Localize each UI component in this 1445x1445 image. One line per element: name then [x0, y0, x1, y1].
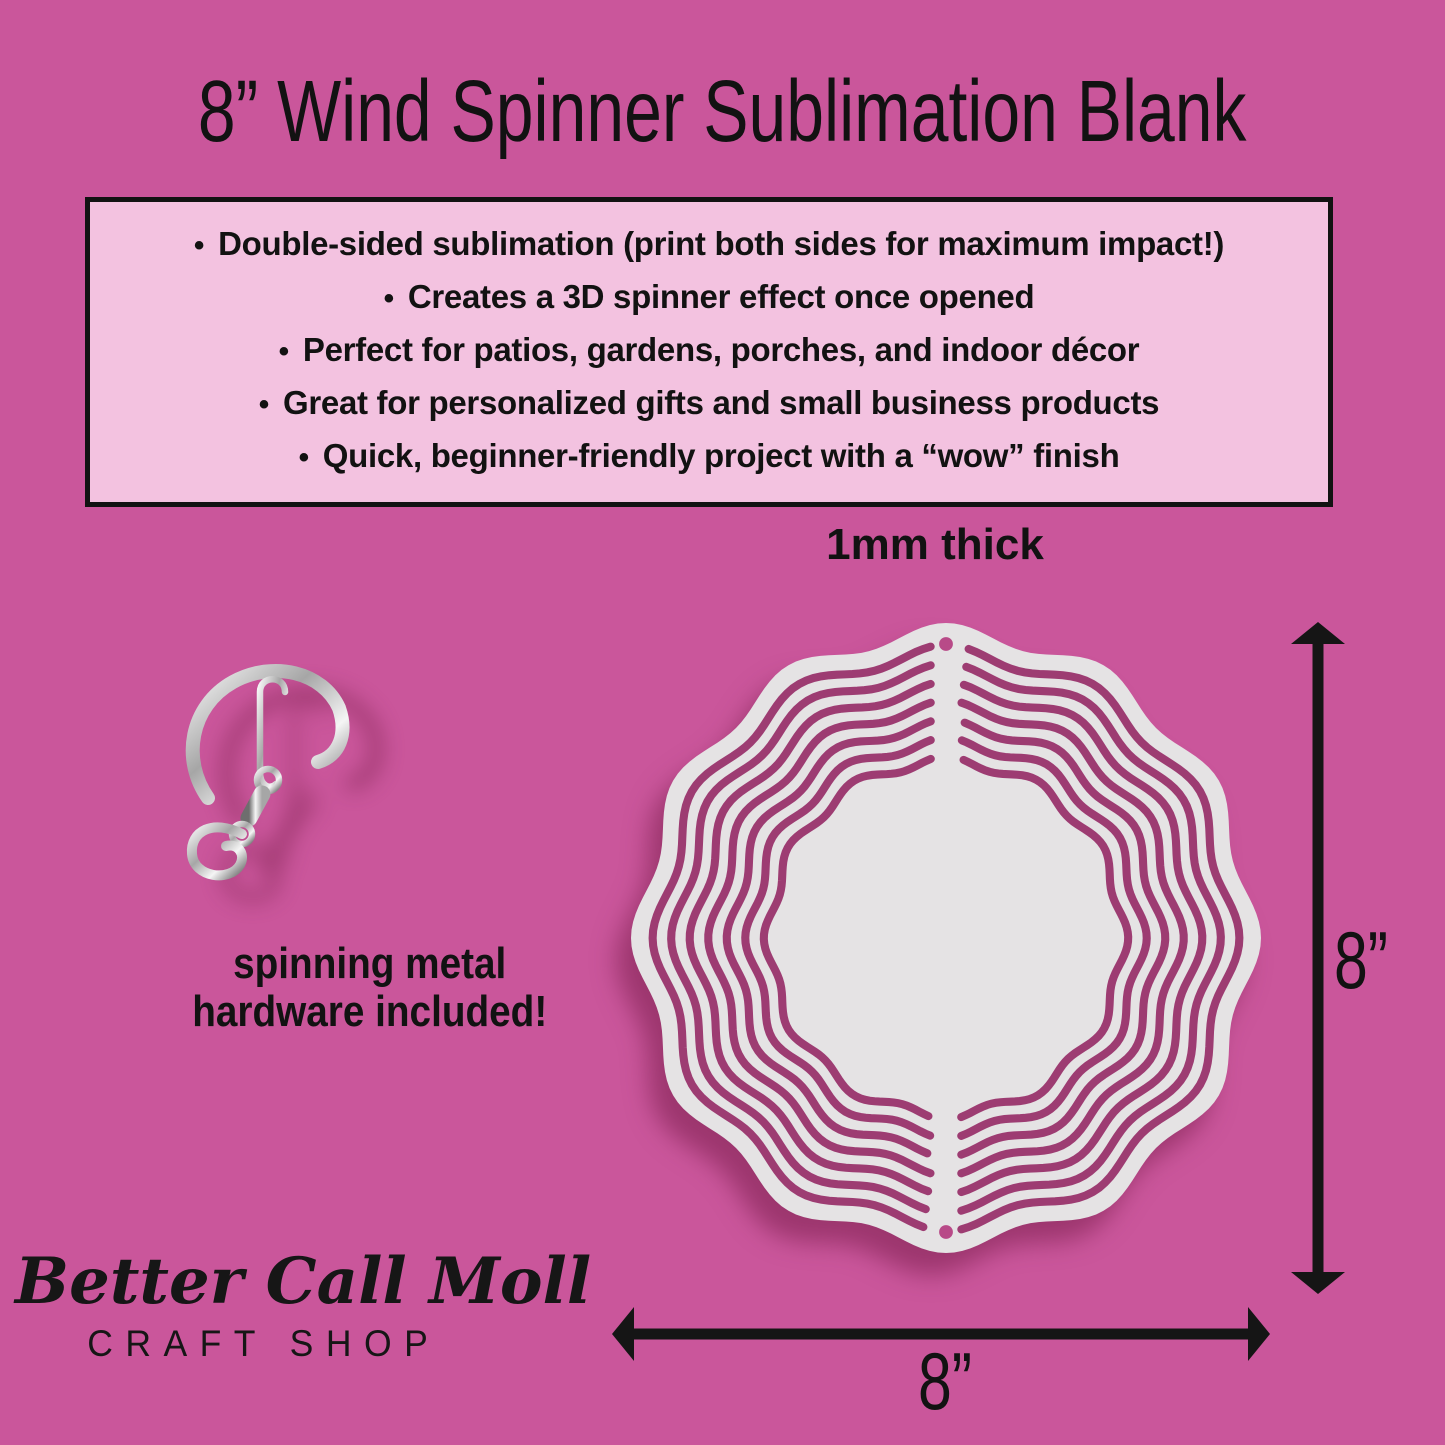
hardware-caption-line1: spinning metal [233, 939, 507, 988]
thickness-label: 1mm thick [826, 520, 1044, 569]
hardware-caption-line2: hardware included! [192, 987, 548, 1036]
bullet-icon: • [383, 282, 395, 315]
feature-text: Creates a 3D spinner effect once opened [407, 278, 1035, 315]
spinner-cut-ring [704, 698, 935, 1178]
height-dimension-label: 8” [1334, 916, 1389, 1006]
brand-logo: Better Call Moll CRAFT SHOP [15, 1244, 592, 1365]
hanging-hole-bottom [939, 1225, 953, 1239]
spinner-cut-ring [667, 661, 935, 1214]
feature-text: Perfect for patios, gardens, porches, an… [302, 331, 1140, 368]
spinner-cut-ring [957, 698, 1188, 1178]
spinner-cut-ring [957, 680, 1207, 1197]
wire-clip-hook [256, 676, 289, 790]
feature-text: Great for personalized gifts and small b… [282, 384, 1160, 421]
spinner-cut-ring [741, 736, 935, 1140]
page-title: 8” Wind Spinner Sublimation Blank [0, 64, 1445, 160]
brand-subtitle: CRAFT SHOP [87, 1323, 441, 1365]
spinner-cut-ring [685, 679, 935, 1196]
feature-item: • Perfect for patios, gardens, porches, … [114, 331, 1304, 369]
spinner-cut-ring [648, 642, 935, 1232]
s-hook [186, 822, 248, 881]
feature-text: Quick, beginner-friendly project with a … [322, 437, 1120, 474]
feature-item: • Double-sided sublimation (print both s… [114, 225, 1304, 263]
spinner-cut-ring [957, 662, 1225, 1215]
spinner-cut-ring [722, 717, 935, 1158]
swivel-barrel [240, 785, 271, 827]
feature-item: • Creates a 3D spinner effect once opene… [114, 278, 1304, 316]
width-dimension-label: 8” [917, 1337, 973, 1427]
features-box: • Double-sided sublimation (print both s… [85, 197, 1333, 507]
height-dimension-arrow [1291, 622, 1345, 1294]
bullet-icon: • [278, 335, 290, 368]
brand-name: Better Call Moll [15, 1244, 592, 1319]
hanging-hole-top [939, 637, 953, 651]
spinner-cut-ring [957, 755, 1133, 1122]
arrow-down-head [1291, 1272, 1345, 1294]
spinner-cut-ring [957, 718, 1170, 1159]
spinner-cut-ring [957, 736, 1151, 1140]
spinner-cut-ring [759, 754, 935, 1121]
arrow-left-head [612, 1307, 634, 1361]
feature-item: • Great for personalized gifts and small… [114, 384, 1304, 422]
width-dimension-arrow [612, 1307, 1270, 1361]
feature-text: Double-sided sublimation (print both sid… [218, 225, 1225, 262]
bullet-icon: • [298, 441, 310, 474]
spinning-hardware-photo [185, 663, 350, 881]
bullet-icon: • [193, 229, 205, 262]
hardware-caption: spinning metal hardware included! [130, 940, 610, 1036]
bullet-icon: • [258, 388, 270, 421]
spinner-cut-ring [957, 644, 1244, 1234]
arrow-up-head [1291, 622, 1345, 644]
feature-item: • Quick, beginner-friendly project with … [114, 437, 1304, 475]
large-hanging-hook [185, 663, 350, 805]
page-title-text: 8” Wind Spinner Sublimation Blank [198, 63, 1247, 160]
arrow-right-head [1248, 1307, 1270, 1361]
wind-spinner-graphic [631, 623, 1261, 1253]
